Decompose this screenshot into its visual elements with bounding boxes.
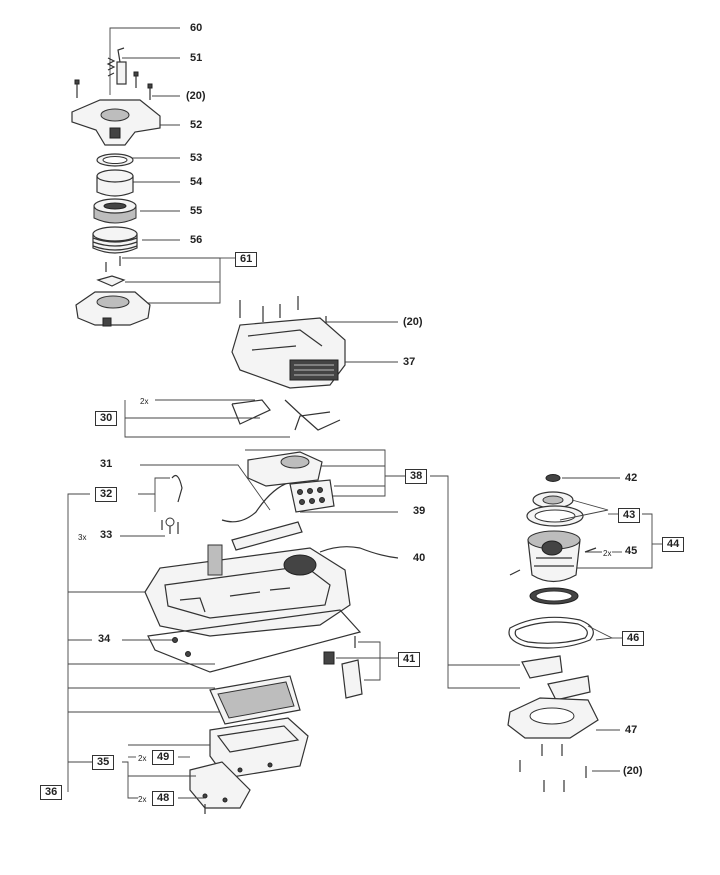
- callout-34: 34: [98, 633, 111, 645]
- cable-40: [319, 546, 399, 559]
- callout-56: 56: [190, 234, 203, 246]
- ring-44: [529, 587, 579, 605]
- filter-block-38: [289, 479, 335, 513]
- screws-20-lower: [519, 744, 620, 792]
- leader-lines-35: [122, 744, 210, 799]
- callout-3x-33: 3x: [78, 533, 87, 542]
- box-48: [189, 761, 251, 814]
- callout-40: 40: [413, 552, 426, 564]
- lower-flange-47: [507, 697, 620, 739]
- callout-44: 44: [662, 537, 685, 552]
- hose-31: [221, 481, 291, 523]
- callout-32: 32: [95, 487, 118, 502]
- callout-20-bottom: (20): [623, 765, 643, 777]
- filter-frame: [209, 675, 301, 725]
- callout-30: 30: [95, 411, 118, 426]
- fan-motor-44: [527, 530, 581, 583]
- callout-45: 45: [625, 545, 638, 557]
- parts-41: [323, 636, 363, 699]
- leader-lines-41: [336, 641, 398, 681]
- callout-61: 61: [235, 252, 258, 267]
- callout-2x-45: 2x: [603, 549, 612, 558]
- callout-49: 49: [152, 750, 175, 765]
- leader-lines-38: [245, 449, 520, 689]
- seal-42: [545, 474, 620, 482]
- coil-56: [92, 226, 138, 254]
- bearing-plate-52: [71, 99, 161, 146]
- carbon-brush-51: [116, 47, 127, 85]
- clip-30: [231, 399, 341, 431]
- screw-top-2: [133, 71, 139, 88]
- leader-lines-30: [124, 399, 290, 438]
- seal-34: [147, 609, 362, 673]
- ring-53: [96, 153, 134, 167]
- callout-43: 43: [618, 508, 641, 523]
- leader-lines-37: [326, 321, 398, 363]
- callout-36: 36: [40, 785, 63, 800]
- callout-2x-30: 2x: [140, 397, 149, 406]
- latch-32: [171, 475, 183, 503]
- screw-top-1: [74, 79, 80, 98]
- callout-53: 53: [190, 152, 203, 164]
- leader-lines-43-44: [559, 499, 662, 569]
- flange-43: [526, 491, 584, 527]
- callout-38: 38: [405, 469, 428, 484]
- callout-39: 39: [413, 505, 426, 517]
- screw-45: [509, 547, 597, 576]
- callout-20-mid: (20): [403, 316, 423, 328]
- callout-33: 33: [100, 529, 113, 541]
- screw-top-3: [147, 83, 153, 100]
- motor-housing-61: [75, 291, 151, 327]
- leader-lines-61: [122, 257, 235, 304]
- base-housing: [144, 544, 351, 637]
- callout-55: 55: [190, 205, 203, 217]
- leader-lines-31-33: [120, 464, 271, 537]
- box-35: [209, 717, 309, 779]
- callout-51: 51: [190, 52, 203, 64]
- callout-2x-48: 2x: [138, 795, 147, 804]
- gasket-61: [96, 275, 126, 287]
- callout-48: 48: [152, 791, 175, 806]
- callout-37: 37: [403, 356, 416, 368]
- bearing-54: [96, 169, 134, 197]
- filter-cartridge-38: [247, 451, 323, 487]
- gasket-46: [508, 616, 622, 649]
- callout-42: 42: [625, 472, 638, 484]
- upper-housing-37: [231, 317, 346, 389]
- screws-61: [105, 256, 121, 272]
- callout-35: 35: [92, 755, 115, 770]
- callout-52: 52: [190, 119, 203, 131]
- tube-39: [231, 521, 303, 551]
- callout-2x-49: 2x: [138, 754, 147, 763]
- leader-lines-36: [67, 493, 220, 792]
- callout-41: 41: [398, 652, 421, 667]
- callout-46: 46: [622, 631, 645, 646]
- spring-60: [106, 57, 116, 77]
- callout-20-top: (20): [186, 90, 206, 102]
- callout-54: 54: [190, 176, 203, 188]
- field-55: [93, 198, 137, 224]
- callout-60: 60: [190, 22, 203, 34]
- pins-33: [161, 517, 179, 534]
- baffles-47: [521, 655, 591, 701]
- callout-31: 31: [100, 458, 113, 470]
- callout-47: 47: [625, 724, 638, 736]
